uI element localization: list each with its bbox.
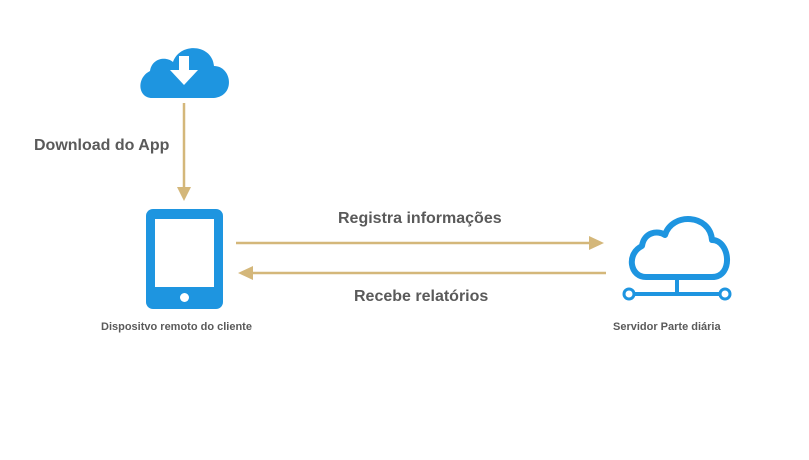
registra-arrow — [236, 236, 604, 250]
recebe-arrow — [238, 266, 606, 280]
download-arrow — [177, 103, 191, 201]
registra-label: Registra informações — [338, 210, 502, 227]
device-label: Dispositvo remoto do cliente — [101, 321, 252, 333]
tablet-icon — [146, 209, 223, 309]
cloud-download-icon — [140, 48, 230, 98]
cloud-server-icon — [622, 216, 732, 301]
server-label: Servidor Parte diária — [613, 321, 721, 333]
download-label: Download do App — [34, 137, 170, 154]
recebe-label: Recebe relatórios — [354, 288, 489, 305]
